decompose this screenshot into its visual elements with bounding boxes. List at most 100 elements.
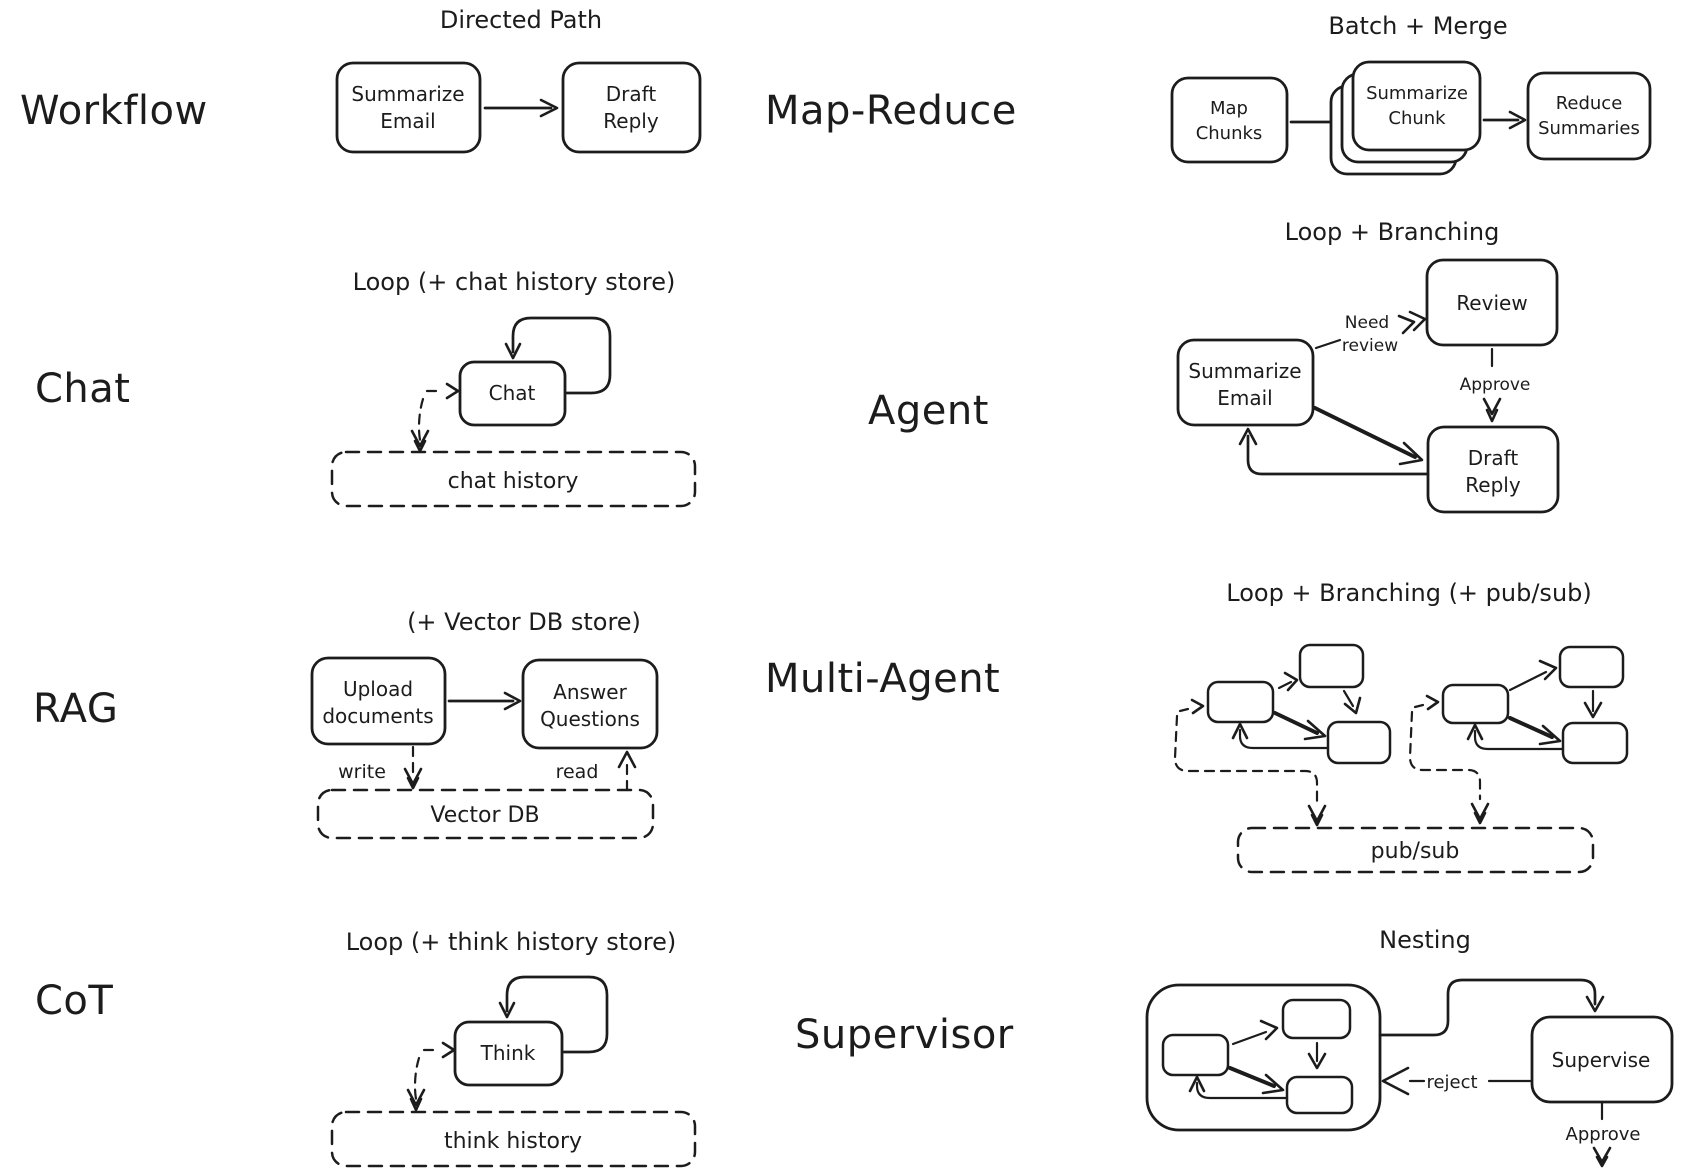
workflow-title: Directed Path: [440, 6, 602, 34]
node-draft-reply-line1: Draft: [1468, 446, 1519, 470]
store-vector-db-text: Vector DB: [430, 803, 539, 828]
pubsub-arrowhead-inner: [1310, 813, 1324, 827]
supervisor-label: Supervisor: [795, 1012, 1014, 1058]
dashed-store-line: [417, 397, 425, 442]
node-supervise-text: Supervise: [1552, 1048, 1651, 1072]
self-loop-arrowhead: [498, 1001, 516, 1019]
loopback-arrowhead: [1238, 427, 1258, 446]
section-supervisor: Supervisor Nesting Supervise reject Appr…: [795, 926, 1674, 1168]
dashed-input-arrowhead: [445, 382, 460, 400]
direct-edge-thick: [1313, 406, 1417, 459]
need-review-chevron-outer: [1397, 314, 1416, 335]
arrowhead-a-b: [1259, 1019, 1279, 1041]
dashed-store-line: [413, 1056, 421, 1101]
loopback-line: [1246, 434, 1430, 476]
arrowhead: [539, 98, 559, 118]
arrow-a-b: [1508, 670, 1548, 692]
arrowhead-b-c: [1307, 1052, 1327, 1070]
store-vector-db: [316, 788, 655, 840]
arrow-a-c-thick: [1228, 1066, 1276, 1088]
node-upload-documents: [310, 656, 447, 746]
dashed-input-arrowhead: [441, 1041, 456, 1059]
agent-title: Loop + Branching: [1285, 218, 1500, 246]
store-pub-sub-text: pub/sub: [1371, 839, 1460, 864]
approve-arrowhead-inner: [1485, 408, 1499, 423]
arrow-b-c: [1342, 689, 1355, 708]
mini-node-a: [1441, 683, 1510, 725]
approve-arrowhead-inner: [1595, 1155, 1609, 1168]
edge-approve-text: Approve: [1460, 375, 1531, 395]
mini-cluster-left: [1173, 643, 1392, 827]
mini-node-b: [1281, 998, 1352, 1040]
read-arrowhead: [617, 750, 637, 769]
section-workflow: Workflow Directed Path Summarize Email D…: [20, 6, 702, 154]
loopback-arrowhead: [1466, 723, 1484, 741]
mini-node-b: [1558, 645, 1625, 689]
section-rag: RAG (+ Vector DB store) Upload documents…: [33, 608, 659, 840]
edge-need-review-line2: review: [1342, 336, 1398, 356]
mini-node-a: [1161, 1033, 1230, 1077]
arrowhead-a-b: [1538, 659, 1558, 681]
multi-agent-title: Loop + Branching (+ pub/sub): [1226, 579, 1592, 607]
pubsub-arrowhead-outer: [1307, 804, 1327, 823]
chat-title: Loop (+ chat history store): [353, 268, 676, 296]
cot-title: Loop (+ think history store): [346, 928, 677, 956]
node-review-text: Review: [1456, 291, 1527, 315]
node-summarize-email-line2: Email: [380, 109, 436, 133]
section-multi-agent: Multi-Agent Loop + Branching (+ pub/sub): [765, 579, 1629, 874]
store-pub-sub: [1236, 826, 1595, 874]
section-cot: CoT Loop (+ think history store) Think t…: [35, 928, 697, 1168]
arrow-a-c-thick: [1273, 711, 1319, 735]
edge-approve-text: Approve: [1566, 1124, 1641, 1145]
multi-agent-label: Multi-Agent: [765, 656, 1000, 702]
self-loop-line: [505, 975, 609, 1054]
node-summarize-chunk: [1351, 60, 1482, 152]
arrowhead-a-c: [1538, 724, 1562, 746]
mini-node-a: [1206, 680, 1275, 724]
node-summarize-email-line1: Summarize: [351, 82, 464, 106]
edge-read-text: read: [556, 761, 599, 783]
section-agent: Agent Loop + Branching Review Summarize …: [868, 218, 1560, 514]
node-upload-documents-line1: Upload: [343, 677, 413, 701]
loopback-line: [1195, 1081, 1289, 1100]
node-chat-text: Chat: [489, 381, 536, 405]
arrowhead-a-c: [1303, 719, 1327, 741]
section-chat: Chat Loop (+ chat history store) Chat ch…: [35, 268, 697, 508]
approve-arrowhead-outer: [1482, 397, 1502, 416]
self-loop-arrowhead: [504, 342, 522, 360]
node-summarize-chunk-line1: Summarize: [1366, 83, 1468, 104]
workflow-label: Workflow: [20, 88, 208, 134]
node-chat: [458, 360, 567, 427]
nested-mini-cluster: [1161, 998, 1354, 1115]
node-map-chunks: [1170, 76, 1289, 164]
container-to-supervise-line: [1378, 978, 1597, 1037]
node-reduce-summaries-line1: Reduce: [1556, 93, 1623, 114]
dashed-input-arrowhead: [1190, 698, 1205, 715]
node-answer-questions: [521, 658, 659, 750]
pubsub-arrowhead-inner: [1473, 811, 1487, 825]
write-arrowhead-outer: [403, 767, 423, 786]
reject-arrowhead: [1381, 1066, 1410, 1096]
node-reduce-summaries-line2: Summaries: [1538, 118, 1640, 139]
map-reduce-title: Batch + Merge: [1328, 12, 1507, 40]
store-arrowhead-outer: [410, 429, 430, 448]
rag-title: (+ Vector DB store): [407, 608, 641, 636]
arrow-a-b: [1277, 680, 1293, 690]
arrowhead-b-c: [1583, 701, 1603, 719]
dashed-input-line: [1178, 707, 1190, 713]
mini-node-c: [1561, 721, 1629, 765]
store-think-history: [330, 1110, 697, 1168]
rag-label: RAG: [33, 686, 118, 732]
need-review-tick: [1314, 338, 1342, 350]
chat-label: Chat: [35, 366, 130, 412]
loopback-arrowhead: [1231, 722, 1249, 740]
mini-cluster-right: [1408, 645, 1629, 825]
node-think: [453, 1020, 564, 1087]
node-draft-reply: [561, 61, 702, 154]
need-review-chevron-inner: [1408, 310, 1427, 332]
agent-label: Agent: [868, 388, 989, 434]
arrowhead-a-b: [1283, 671, 1299, 692]
node-summarize-email-line1: Summarize: [1188, 359, 1301, 383]
arrow-a-b: [1231, 1030, 1268, 1046]
